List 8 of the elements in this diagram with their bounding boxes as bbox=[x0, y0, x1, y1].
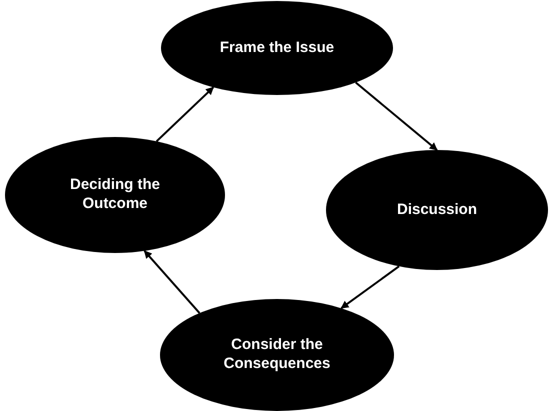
arrow bbox=[156, 86, 214, 142]
node-label: Discussion bbox=[396, 200, 478, 220]
node-label: Consider the Consequences bbox=[222, 336, 332, 374]
node-label: Frame the Issue bbox=[220, 38, 334, 58]
arrow bbox=[355, 82, 438, 151]
arrow bbox=[144, 250, 200, 314]
arrow bbox=[340, 266, 400, 310]
node-label: Deciding the Outcome bbox=[68, 176, 161, 214]
